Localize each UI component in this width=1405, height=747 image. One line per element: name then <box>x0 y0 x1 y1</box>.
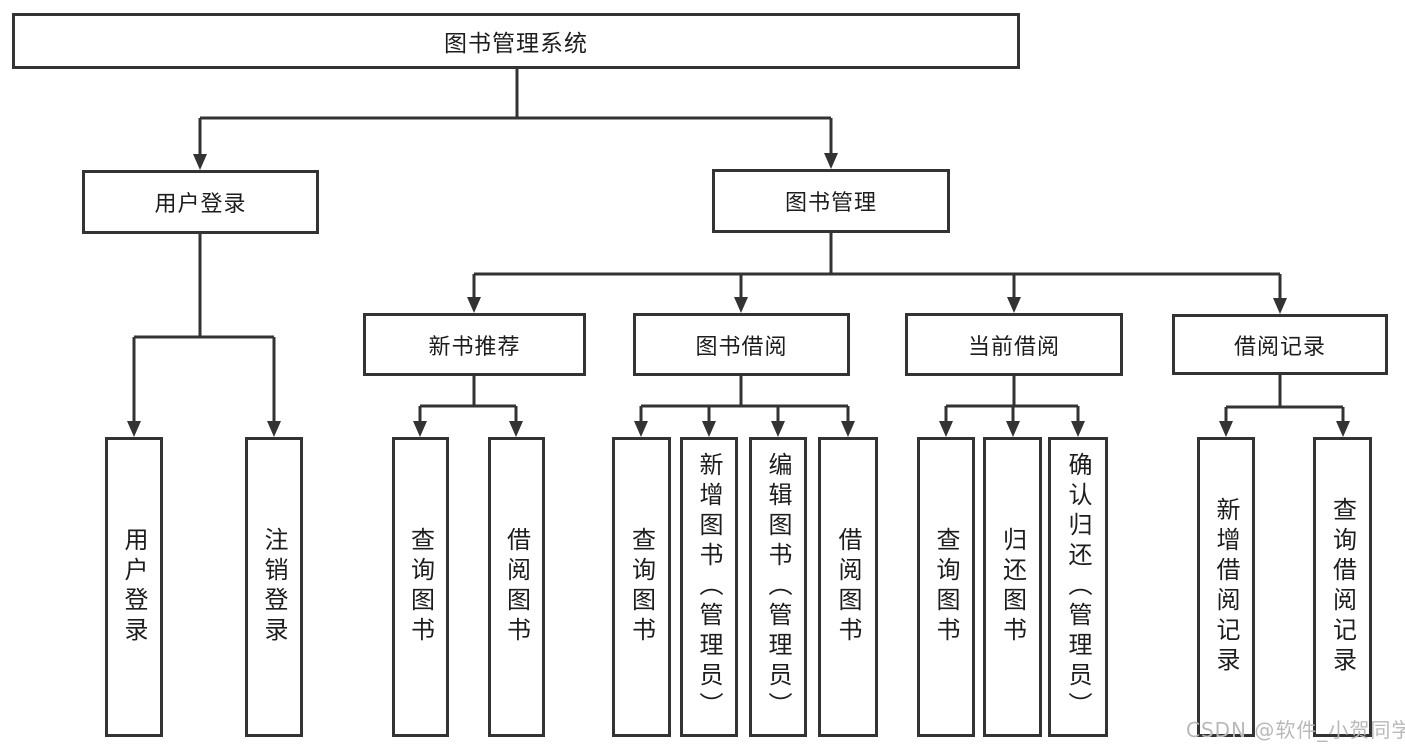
connector-root-split <box>198 69 833 154</box>
node-user-login-label: 用户登录 <box>154 192 247 217</box>
connector-current-borrow-split <box>944 376 1080 421</box>
node-borrow-records: 借阅记录 <box>1172 314 1388 375</box>
leaf-borrow-book-recommend-label: 借阅图书 <box>502 527 531 647</box>
leaf-confirm-return-admin: 确认归还（管理员） <box>1048 437 1108 737</box>
leaf-query-borrow-record-label: 查询借阅记录 <box>1328 497 1357 677</box>
connector-book-borrow-split <box>639 376 850 421</box>
node-root-label: 图书管理系统 <box>444 31 588 57</box>
node-book-management: 图书管理 <box>712 169 950 233</box>
node-book-borrow-label: 图书借阅 <box>695 334 788 360</box>
leaf-user-login-label: 用户登录 <box>120 527 148 647</box>
leaf-query-current-borrow: 查询图书 <box>917 437 975 737</box>
leaf-logout-label: 注销登录 <box>260 527 288 647</box>
leaf-query-book-borrow: 查询图书 <box>612 437 671 737</box>
leaf-borrow-book: 借阅图书 <box>818 437 878 737</box>
node-new-book-recommend-label: 新书推荐 <box>428 334 521 360</box>
leaf-add-borrow-record: 新增借阅记录 <box>1197 437 1255 737</box>
leaf-edit-book-admin-label: 编辑图书（管理员） <box>764 452 792 722</box>
leaf-query-current-borrow-label: 查询图书 <box>932 527 960 647</box>
leaf-add-borrow-record-label: 新增借阅记录 <box>1212 497 1240 677</box>
connector-user-login-split <box>132 234 276 421</box>
leaf-return-book-label: 归还图书 <box>998 527 1027 647</box>
leaf-add-book-admin: 新增图书（管理员） <box>680 437 738 737</box>
node-new-book-recommend: 新书推荐 <box>363 313 586 376</box>
connector-borrow-records-split <box>1224 375 1345 421</box>
node-book-borrow: 图书借阅 <box>633 313 850 376</box>
leaf-return-book: 归还图书 <box>983 437 1042 737</box>
leaf-edit-book-admin: 编辑图书（管理员） <box>749 437 807 737</box>
leaf-logout: 注销登录 <box>245 437 303 737</box>
connector-book-mgmt-split <box>472 233 1282 298</box>
leaf-add-book-admin-label: 新增图书（管理员） <box>695 452 723 722</box>
leaf-query-borrow-record: 查询借阅记录 <box>1313 437 1372 737</box>
node-book-management-label: 图书管理 <box>784 191 877 216</box>
leaf-query-book-borrow-label: 查询图书 <box>627 527 656 647</box>
node-root: 图书管理系统 <box>12 13 1020 69</box>
csdn-watermark: CSDN @软件_小贺同学 <box>1186 718 1405 742</box>
connector-new-book-split <box>418 376 518 421</box>
leaf-user-login: 用户登录 <box>105 437 163 737</box>
node-user-login: 用户登录 <box>82 170 319 234</box>
leaf-query-book-recommend: 查询图书 <box>392 437 449 737</box>
node-borrow-records-label: 借阅记录 <box>1233 334 1326 360</box>
arrowheads <box>127 153 1350 437</box>
leaf-borrow-book-recommend: 借阅图书 <box>488 437 545 737</box>
leaf-query-book-recommend-label: 查询图书 <box>406 527 435 647</box>
leaf-borrow-book-label: 借阅图书 <box>834 527 862 647</box>
node-current-borrow: 当前借阅 <box>905 313 1123 376</box>
node-current-borrow-label: 当前借阅 <box>967 334 1060 360</box>
leaf-confirm-return-admin-label: 确认归还（管理员） <box>1064 452 1092 722</box>
